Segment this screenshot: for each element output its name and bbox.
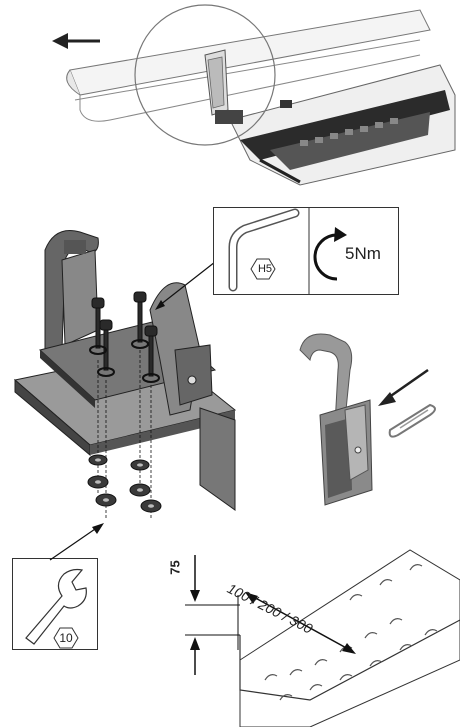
wrench-size-label: 10 <box>59 631 73 645</box>
hex-key-label: H5 <box>257 263 273 275</box>
panel-tube-mount <box>0 0 460 200</box>
tray-height-label: 75 <box>167 560 183 575</box>
torque-label: 5Nm <box>345 244 381 263</box>
wrench-leader <box>40 515 110 565</box>
panel-cable-tray: 75 100 / 200 / 300 <box>167 540 460 727</box>
panel-bracket-exploded <box>0 220 300 520</box>
hex-key-icon <box>228 208 300 292</box>
wrench-icon <box>25 568 87 645</box>
arrow-left-icon <box>52 33 100 49</box>
hex-nut-icon <box>87 454 162 513</box>
torque-rotate-icon <box>313 227 347 281</box>
tool-box-wrench: 10 <box>12 558 98 650</box>
tool-box-hex-torque: H5 5Nm <box>213 207 399 295</box>
panel-clamp-pin <box>290 330 460 515</box>
arrow-diagonal-icon <box>378 368 429 406</box>
